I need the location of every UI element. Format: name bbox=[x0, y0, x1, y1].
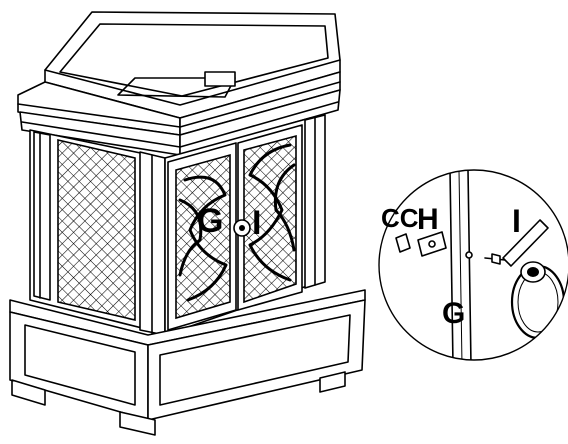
base-left bbox=[9, 311, 149, 421]
door-left bbox=[167, 142, 237, 331]
label-door-left: G bbox=[197, 202, 223, 240]
side-mesh bbox=[57, 138, 136, 322]
label-door-right: I bbox=[252, 204, 261, 242]
stove-top bbox=[44, 11, 341, 106]
foot bbox=[11, 379, 46, 406]
label-g: G bbox=[442, 297, 465, 330]
stove-body bbox=[9, 11, 366, 436]
detail-view bbox=[378, 169, 568, 361]
handle bbox=[502, 219, 549, 267]
foot bbox=[119, 411, 156, 436]
label-cc: CC bbox=[381, 203, 419, 233]
detail-circle bbox=[378, 169, 568, 361]
foot bbox=[319, 371, 346, 393]
nut bbox=[395, 233, 411, 253]
base-front bbox=[147, 299, 366, 421]
pillar-front-left bbox=[33, 131, 51, 301]
label-i: I bbox=[512, 203, 521, 239]
label-h: H bbox=[417, 203, 439, 236]
door-right bbox=[237, 124, 303, 311]
